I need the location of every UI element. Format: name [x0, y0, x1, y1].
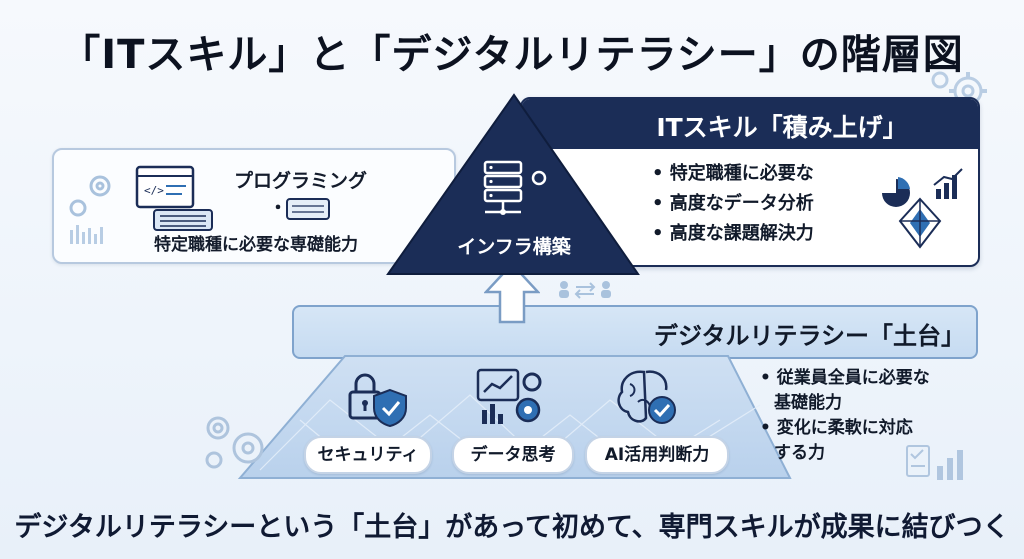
ai-judgment-pill: AI活用判断力 [585, 436, 729, 474]
brain-check-icon [617, 370, 676, 424]
growth-chart-icon [906, 445, 963, 480]
bullet-dot: ・ [269, 198, 287, 219]
programming-label: プログラミング [234, 170, 368, 192]
analytics-icon [882, 168, 963, 249]
chart-gear-icon [476, 368, 542, 424]
people-exchange-icon [559, 281, 611, 299]
gears-icon [205, 416, 264, 469]
lock-shield-icon [348, 373, 407, 428]
it-skills-title: ITスキル「積み上げ」 [656, 113, 908, 142]
data-thinking-pill: データ思考 [452, 436, 574, 474]
literacy-bullets: • 従業員全員に必要な 基礎能力 • 変化に柔軟に対応 する力 [760, 366, 930, 466]
it-skills-banner: ITスキル「積み上げ」 [522, 99, 978, 149]
it-skills-bullets: • 特定職種に必要な • 高度なデータ分析 • 高度な課題解決力 [652, 159, 814, 249]
security-pill: セキュリティ [304, 436, 432, 474]
literacy-bullet-2: • 変化に柔軟に対応 [760, 418, 913, 438]
literacy-bullet-1: • 従業員全員に必要な [760, 368, 930, 388]
up-arrow-icon [484, 262, 540, 324]
laptop-code-icon: </> [135, 165, 213, 231]
digital-literacy-banner: デジタルリテラシー「土台」 [292, 305, 978, 359]
specialized-skills-panel: </> プログラミング ・ 特定職種に必要な専礎能力 [52, 148, 456, 264]
server-icon [483, 160, 547, 215]
gear-icon [69, 175, 111, 244]
bottom-caption: デジタルリテラシーという「土台」があって初めて、専門スキルが成果に結びつく [14, 512, 1010, 543]
literacy-bullet-2-cont: する力 [774, 443, 825, 463]
it-bullet-3: • 高度な課題解決力 [652, 223, 814, 244]
it-bullet-2: • 高度なデータ分析 [652, 193, 814, 214]
page-title: 「ITスキル」と「デジタルリテラシー」の階層図 [60, 32, 964, 78]
keyboard-icon [286, 198, 330, 220]
specialized-ability-label: 特定職種に必要な専礎能力 [154, 235, 358, 255]
it-bullet-1: • 特定職種に必要な [652, 163, 814, 184]
apex-label: インフラ構築 [457, 236, 571, 258]
digital-literacy-title: デジタルリテラシー「土台」 [654, 322, 966, 350]
literacy-bullet-1-cont: 基礎能力 [774, 393, 842, 413]
svg-text:</>: </> [144, 184, 164, 197]
